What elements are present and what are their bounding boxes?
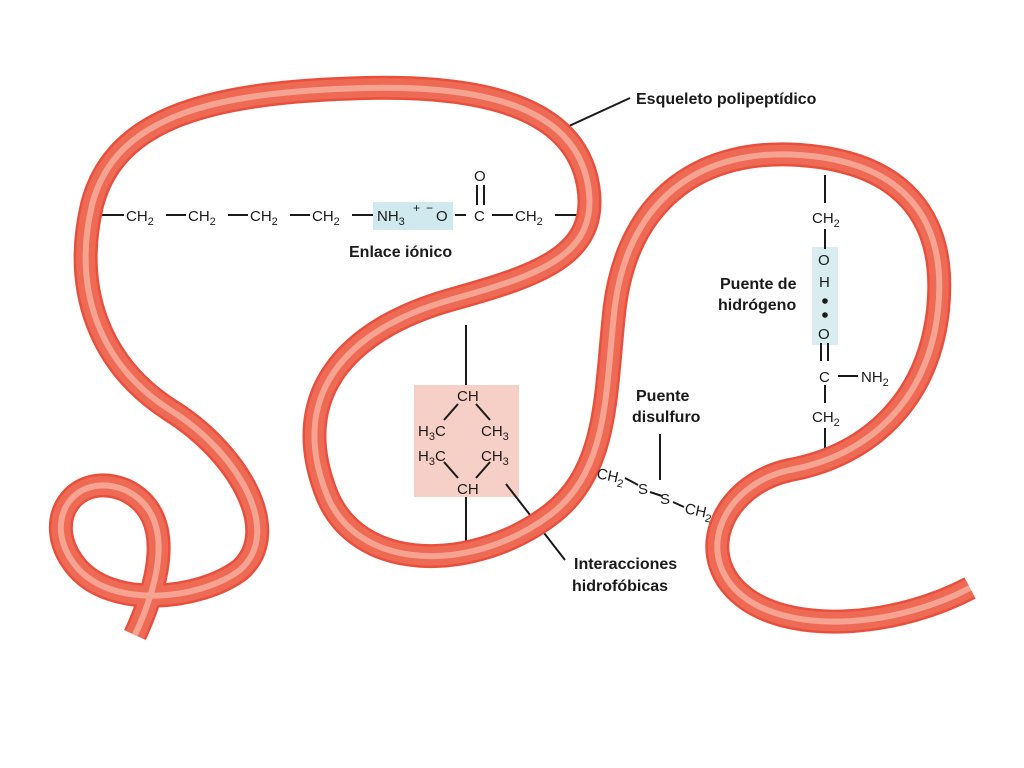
disulfide-sulfur-1: S	[638, 481, 648, 498]
ionic-nh3: NH3	[377, 208, 405, 228]
hydrophobic-highlight-box	[414, 385, 519, 497]
ionic-ch2-5: CH2	[515, 208, 543, 228]
disulfide-ch2-right: CH2	[683, 500, 714, 525]
label-hydrophobic-line1: Interacciones	[574, 556, 677, 573]
ionic-plus-charge: +	[413, 201, 420, 215]
hbond-dot-2	[822, 312, 828, 318]
hydrophobic-ch-bottom: CH	[457, 481, 479, 498]
disulfide-group: CH2 S S CH2	[595, 465, 714, 525]
ionic-ch2-4: CH2	[312, 208, 340, 228]
hydrophobic-group: CH H3C CH3 H3C CH3 CH	[418, 388, 509, 498]
polypeptide-backbone	[48, 75, 976, 641]
ionic-ch2-1: CH2	[126, 208, 154, 228]
hbond-oxygen-2: O	[818, 326, 830, 343]
ionic-carbonyl-oxygen: O	[474, 168, 486, 185]
hydrophobic-ch-top: CH	[457, 388, 479, 405]
ionic-bond-highlight	[373, 202, 453, 230]
disulfide-sulfur-2: S	[660, 491, 670, 508]
hydrophobic-h3c-1: H3C	[418, 423, 446, 443]
callout-labels: Esqueleto polipeptídico Enlace iónico Pu…	[349, 91, 817, 595]
hydrophobic-ch3-2: CH3	[481, 448, 509, 468]
hydrophobic-ch3-1: CH3	[481, 423, 509, 443]
hbond-ch2-top: CH2	[812, 210, 840, 230]
ionic-chain: CH2 CH2 CH2 CH2 NH3 + − O C O CH2	[126, 168, 543, 228]
label-disulfide-line1: Puente	[636, 388, 689, 405]
label-disulfide-line2: disulfuro	[632, 409, 701, 426]
ionic-carbon: C	[474, 208, 485, 225]
disulfide-ch2-left: CH2	[595, 465, 626, 490]
hbond-carbon: C	[819, 369, 830, 386]
label-ionic-bond: Enlace iónico	[349, 244, 452, 261]
label-backbone: Esqueleto polipeptídico	[636, 91, 817, 108]
ionic-minus-charge: −	[426, 201, 433, 215]
label-hbond-line2: hidrógeno	[718, 297, 796, 314]
hydrophobic-h3c-2: H3C	[418, 448, 446, 468]
ionic-ch2-2: CH2	[188, 208, 216, 228]
hbond-oxygen-1: O	[818, 252, 830, 269]
label-hbond-line1: Puente de	[720, 276, 797, 293]
hbond-highlight	[812, 247, 838, 345]
label-hydrophobic-line2: hidrofóbicas	[572, 578, 668, 595]
hbond-dot-1	[822, 298, 828, 304]
ionic-ch2-3: CH2	[250, 208, 278, 228]
hbond-hydrogen: H	[819, 274, 830, 291]
ionic-o-minus: O	[436, 208, 448, 225]
hbond-group: CH2 O H O C NH2 CH2	[812, 210, 889, 429]
connector-lines	[100, 97, 858, 561]
hbond-nh2: NH2	[861, 369, 889, 389]
hbond-ch2-bottom: CH2	[812, 409, 840, 429]
